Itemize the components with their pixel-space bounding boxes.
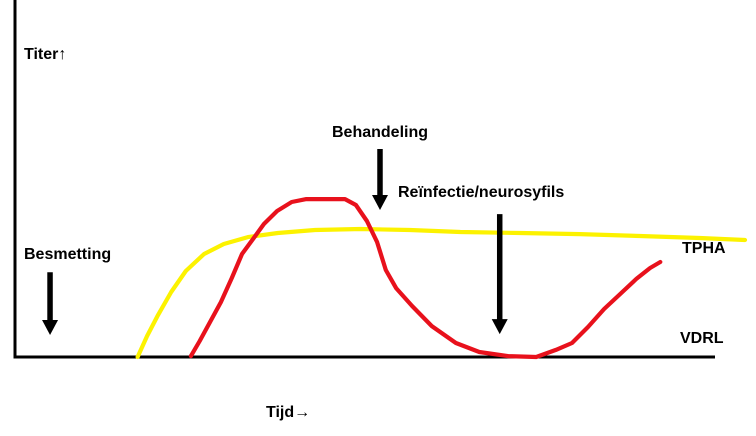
reinfectie-arrow-head-icon [491,319,508,335]
series-label-tpha: TPHA [682,240,726,257]
vdrl-curve [188,197,663,360]
y-axis-label: Titer↑ [24,46,67,63]
series-label-vdrl: VDRL [680,330,724,347]
annotation-besmetting-label: Besmetting [24,246,112,263]
tpha-curve [135,226,748,360]
annotation-reinfectie-label: Reïnfectie/neurosyfils [398,184,565,201]
besmetting-arrow-head-icon [42,320,59,336]
annotation-behandeling-label: Behandeling [332,124,429,141]
behandeling-arrow-head-icon [372,195,388,211]
x-axis-label: Tijd→ [266,404,311,421]
